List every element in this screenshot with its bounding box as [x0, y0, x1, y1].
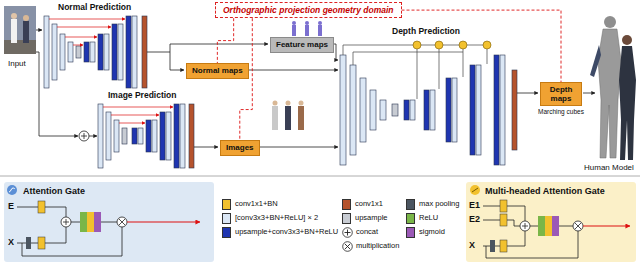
- legend-text: concat: [356, 228, 378, 236]
- image-unet: [98, 104, 194, 168]
- legend-text: upsample+conv3x3+BN+ReLU: [235, 228, 338, 236]
- legend-swatch: [222, 199, 231, 210]
- legend-item: [conv3x3+BN+ReLU] × 2: [222, 213, 318, 224]
- legend-text: max pooling: [419, 200, 459, 208]
- legend-item: conv1x1+BN: [222, 199, 278, 210]
- model-label: Human Model: [584, 163, 634, 172]
- projection-link: [240, 18, 253, 140]
- domain-box: Orthographic projection geometry domain: [215, 2, 402, 18]
- box-text: Normal maps: [192, 66, 243, 76]
- feature-box: Feature maps: [270, 37, 334, 53]
- legend-item: conv1x1: [342, 199, 383, 210]
- box-text: Images: [226, 143, 254, 153]
- legend-swatch: [406, 213, 415, 224]
- output-box: Images: [220, 140, 260, 156]
- output-box: Depth maps: [540, 82, 582, 106]
- depth-unet: [340, 55, 517, 165]
- legend-item: concat: [342, 227, 378, 238]
- legend-item: multiplication: [342, 241, 399, 252]
- box-text: Feature maps: [276, 40, 328, 50]
- stage-title: Depth Prediction: [392, 27, 460, 37]
- box-text: Multi-headed Attention Gate: [485, 186, 636, 197]
- legend-text: conv1x1: [355, 200, 383, 208]
- box-text: Depth maps: [544, 85, 578, 103]
- normal-unet: [44, 16, 147, 88]
- normal-figures: [292, 21, 322, 36]
- input-label: Input: [8, 59, 26, 68]
- image-figures: [272, 101, 304, 131]
- gate-panel: Multi-headed Attention Gate: [466, 182, 636, 262]
- legend-swatch: [406, 199, 415, 210]
- legend-item: ReLU: [406, 213, 438, 224]
- gate-panel: Attention Gate: [4, 182, 214, 262]
- legend-text: sigmoid: [419, 228, 445, 236]
- step-label: Marching cubes: [538, 108, 584, 115]
- box-text: Attention Gate: [23, 186, 214, 197]
- human-model: [590, 16, 636, 160]
- input-photo: [4, 6, 36, 54]
- input-symbol: E: [8, 201, 14, 211]
- legend-swatch: [342, 199, 351, 210]
- legend-text: multiplication: [356, 242, 399, 250]
- legend-swatch: [406, 227, 415, 238]
- stage-title: Normal Prediction: [58, 3, 131, 13]
- legend-item: upsample+conv3x3+BN+ReLU: [222, 227, 338, 238]
- box-text: Orthographic projection geometry domain: [223, 5, 394, 15]
- legend-item: upsample: [342, 213, 388, 224]
- legend-text: ReLU: [419, 214, 438, 222]
- input-symbol: X: [469, 240, 475, 250]
- input-symbol: E1: [469, 200, 480, 210]
- legend-text: [conv3x3+BN+ReLU] × 2: [235, 214, 318, 222]
- legend-swatch: [222, 227, 231, 238]
- legend-symbol: [342, 241, 353, 252]
- projection-link: [217, 18, 233, 63]
- stage-title: Image Prediction: [108, 91, 177, 101]
- legend-swatch: [342, 213, 351, 224]
- input-symbol: X: [8, 237, 14, 247]
- legend-item: max pooling: [406, 199, 459, 210]
- projection-link: [402, 10, 562, 82]
- output-box: Normal maps: [186, 63, 249, 79]
- legend-text: upsample: [355, 214, 388, 222]
- input-symbol: E2: [469, 214, 480, 224]
- legend-item: sigmoid: [406, 227, 445, 238]
- legend-swatch: [222, 213, 231, 224]
- legend-symbol: [342, 227, 353, 238]
- legend-text: conv1x1+BN: [235, 200, 278, 208]
